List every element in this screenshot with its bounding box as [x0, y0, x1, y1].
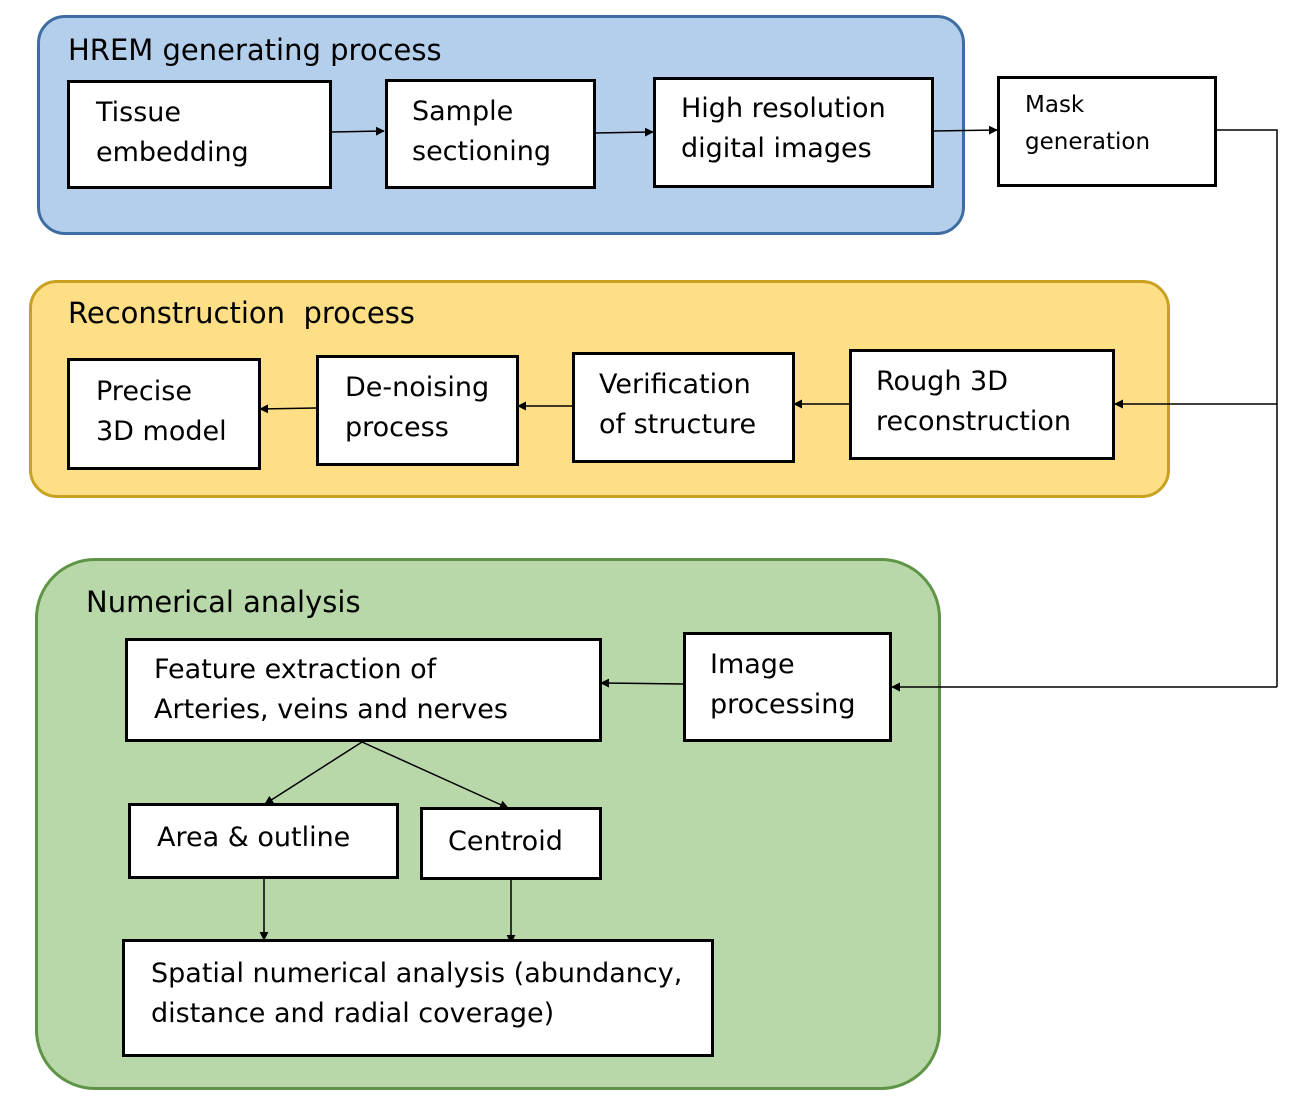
spatial-analysis-line2: distance and radial coverage) — [151, 998, 555, 1029]
rough-3d-line2: reconstruction — [876, 406, 1072, 437]
mask-generation-line2: generation — [1025, 129, 1151, 155]
spatial-analysis-line1: Spatial numerical analysis (abundancy, — [151, 958, 683, 989]
mask-generation-line1: Mask — [1025, 92, 1085, 118]
feature-extraction-line2: Arteries, veins and nerves — [154, 694, 508, 725]
feature-extraction-box: Feature extraction of Arteries, veins an… — [125, 638, 602, 742]
verification-box: Verification of structure — [572, 352, 795, 463]
denoising-line1: De-noising — [345, 372, 490, 403]
spatial-analysis-box: Spatial numerical analysis (abundancy, d… — [122, 939, 714, 1057]
image-processing-box: Image processing — [683, 632, 892, 742]
image-processing-line1: Image — [710, 649, 795, 680]
numerical-group-title: Numerical analysis — [86, 585, 361, 619]
arrow-sample-to-highres — [594, 127, 654, 137]
image-processing-line2: processing — [710, 689, 856, 720]
precise-model-line1: Precise — [96, 376, 192, 407]
high-resolution-line1: High resolution — [681, 93, 886, 124]
feature-extraction-line1: Feature extraction of — [154, 654, 437, 685]
tissue-embedding-line2: embedding — [96, 137, 249, 168]
arrow-highres-to-mask — [932, 125, 998, 135]
area-outline-box: Area & outline — [128, 803, 399, 879]
arrow-feature-to-centroid — [361, 741, 509, 809]
centroid-label: Centroid — [448, 826, 563, 857]
high-resolution-box: High resolution digital images — [653, 77, 934, 188]
rough-3d-line1: Rough 3D — [876, 366, 1008, 397]
precise-model-line2: 3D model — [96, 416, 227, 447]
denoising-box: De-noising process — [316, 355, 519, 466]
denoising-line2: process — [345, 412, 449, 443]
tissue-embedding-box: Tissue embedding — [67, 80, 332, 189]
line-mask-to-right — [1216, 129, 1278, 687]
sample-sectioning-line1: Sample — [412, 96, 514, 127]
sample-sectioning-box: Sample sectioning — [385, 79, 596, 189]
centroid-box: Centroid — [420, 807, 602, 880]
arrow-imageproc-to-feature — [600, 678, 684, 688]
mask-generation-box: Mask generation — [997, 76, 1217, 187]
arrow-denoising-to-precise — [259, 404, 317, 414]
arrow-tissue-to-sample — [331, 126, 385, 136]
precise-model-box: Precise 3D model — [67, 358, 261, 470]
verification-line1: Verification — [599, 369, 751, 400]
tissue-embedding-line1: Tissue — [96, 97, 182, 128]
sample-sectioning-line2: sectioning — [412, 136, 551, 167]
verification-line2: of structure — [599, 409, 757, 440]
rough-3d-box: Rough 3D reconstruction — [849, 349, 1115, 460]
reconstruction-group-title: Reconstruction process — [68, 296, 415, 330]
high-resolution-line2: digital images — [681, 133, 872, 164]
arrow-feature-to-area — [264, 741, 363, 805]
area-outline-label: Area & outline — [157, 822, 351, 853]
hrem-group-title: HREM generating process — [68, 33, 442, 67]
